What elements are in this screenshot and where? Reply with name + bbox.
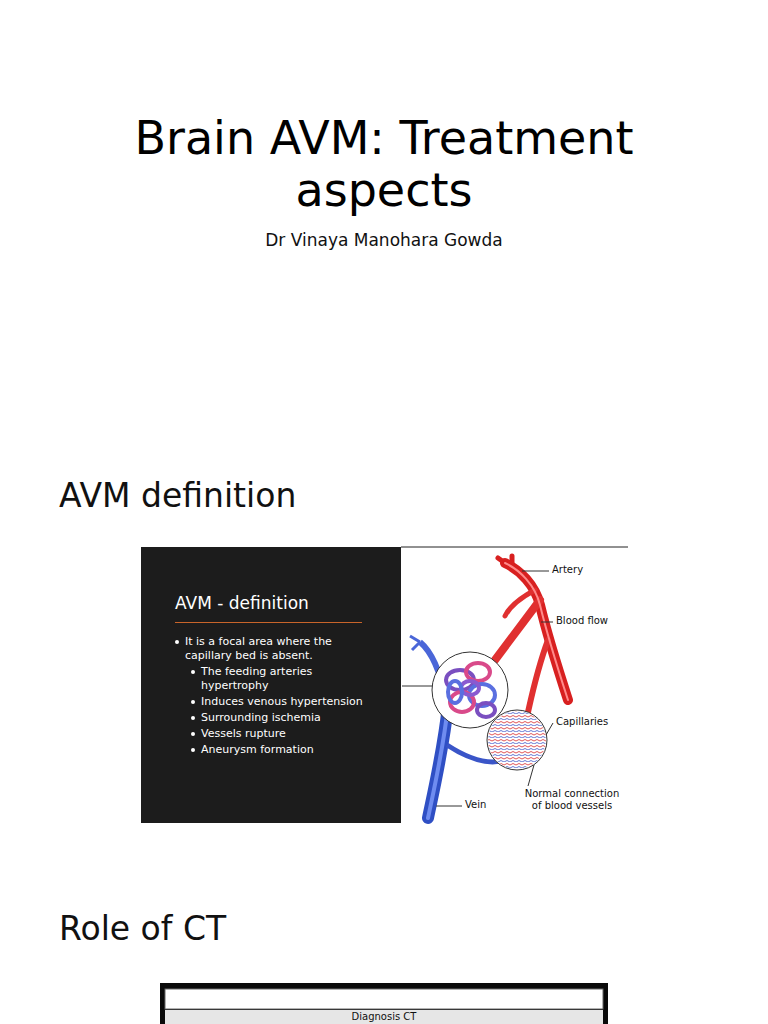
part-label: Vein [465, 799, 505, 811]
slide-title: Brain AVM: Treatment aspects [84, 112, 684, 216]
bullet-text: It is a focal area where the capillary b… [175, 635, 365, 663]
part-label: Normal connection of blood vessels [520, 788, 624, 812]
part-label: Artery [552, 564, 622, 576]
author-name: Dr Vinaya Manohara Gowda [184, 230, 584, 250]
leader-lines [436, 571, 553, 806]
frame-line [401, 547, 628, 548]
bullet-text: Surrounding ischemia [191, 711, 365, 725]
section-heading: AVM definition [59, 476, 459, 516]
avm-nidus [432, 652, 508, 728]
bullet-text: Induces venous hypertension [191, 695, 365, 709]
panel-heading: AVM - definition [175, 593, 362, 623]
slide-image [141, 547, 628, 823]
section-heading: Role of CT [59, 909, 459, 949]
ct-slide [160, 983, 608, 1024]
part-label: Capillaries [556, 716, 626, 728]
capillary-bed [487, 710, 547, 770]
bullet-text: The feeding arteries hypertrophy [191, 665, 365, 693]
definition-panel: AVM - definition It is a focal area where… [141, 547, 401, 823]
part-label: Blood flow [556, 615, 626, 627]
leader-line [402, 686, 434, 687]
bullet-text: Vessels rupture [191, 727, 365, 741]
slide-heading: Diagnosis CT [284, 1011, 484, 1023]
bullet-text: Aneurysm formation [191, 743, 365, 757]
